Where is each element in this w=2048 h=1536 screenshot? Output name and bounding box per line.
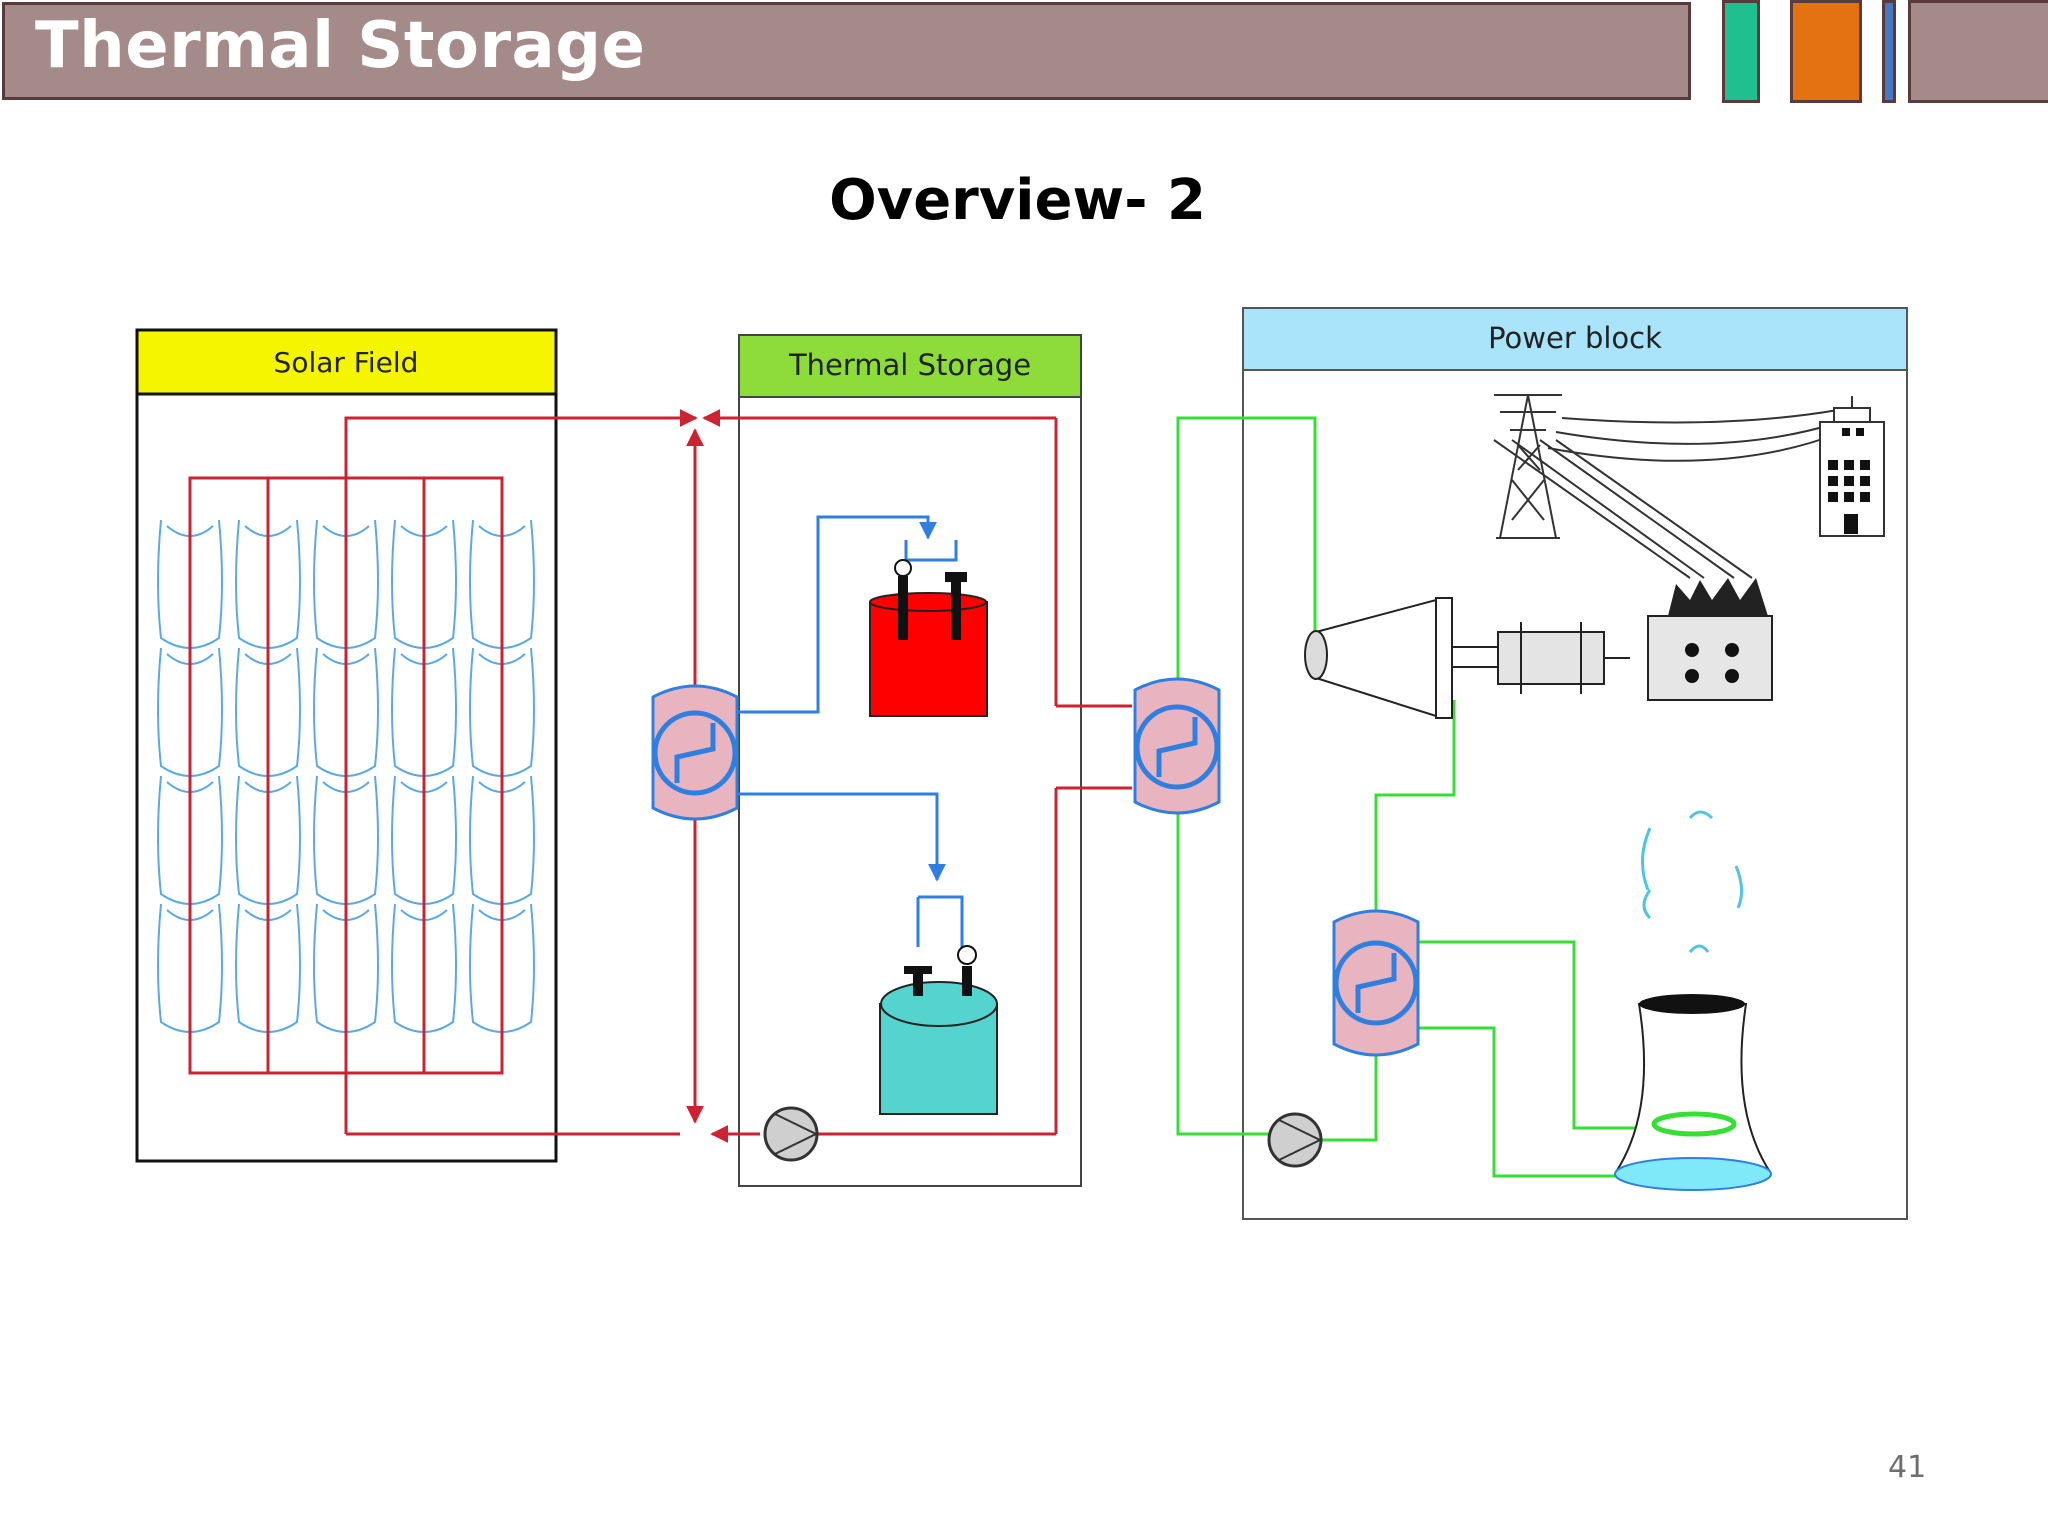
hot-tank — [869, 559, 988, 717]
power-block-header — [1242, 307, 1908, 371]
title-bar: Thermal Storage — [2, 2, 1691, 100]
transformer — [1647, 578, 1773, 701]
salt-steam-heat-exchanger — [1133, 677, 1221, 815]
steam-turbine — [1304, 597, 1499, 719]
slide-subtitle: Overview- 2 — [829, 168, 1206, 233]
thermal-storage-label: Thermal Storage — [788, 348, 1031, 382]
condenser — [1332, 909, 1420, 1057]
solar-field-header — [135, 328, 558, 396]
thermal-storage-panel: Thermal Storage — [738, 334, 1082, 1187]
power-lines — [1493, 409, 1843, 579]
feedwater-pump — [1267, 1112, 1323, 1168]
water-steam-piping — [1176, 416, 1648, 1178]
steam-plume-icon — [1640, 810, 1743, 954]
page-title: Thermal Storage — [35, 9, 646, 83]
accent-teal-block — [1722, 0, 1760, 103]
accent-mauve-block — [1908, 0, 2048, 103]
htf-pump — [763, 1106, 819, 1162]
accent-orange-block — [1790, 0, 1862, 103]
cooling-tower — [1614, 994, 1772, 1191]
page-number: 41 — [1888, 1450, 1927, 1485]
htf-salt-heat-exchanger — [651, 684, 739, 821]
transmission-tower — [1494, 394, 1562, 539]
thermal-storage-header — [738, 334, 1082, 398]
storage-salt-piping — [738, 515, 964, 947]
cold-tank — [879, 945, 998, 1115]
htf-piping — [346, 409, 1132, 1143]
power-block-label: Power block — [1488, 321, 1662, 355]
accent-blue-block — [1882, 0, 1896, 103]
generator — [1497, 622, 1630, 694]
consumer-building-icon — [1819, 396, 1885, 537]
solar-field-label: Solar Field — [274, 346, 419, 379]
